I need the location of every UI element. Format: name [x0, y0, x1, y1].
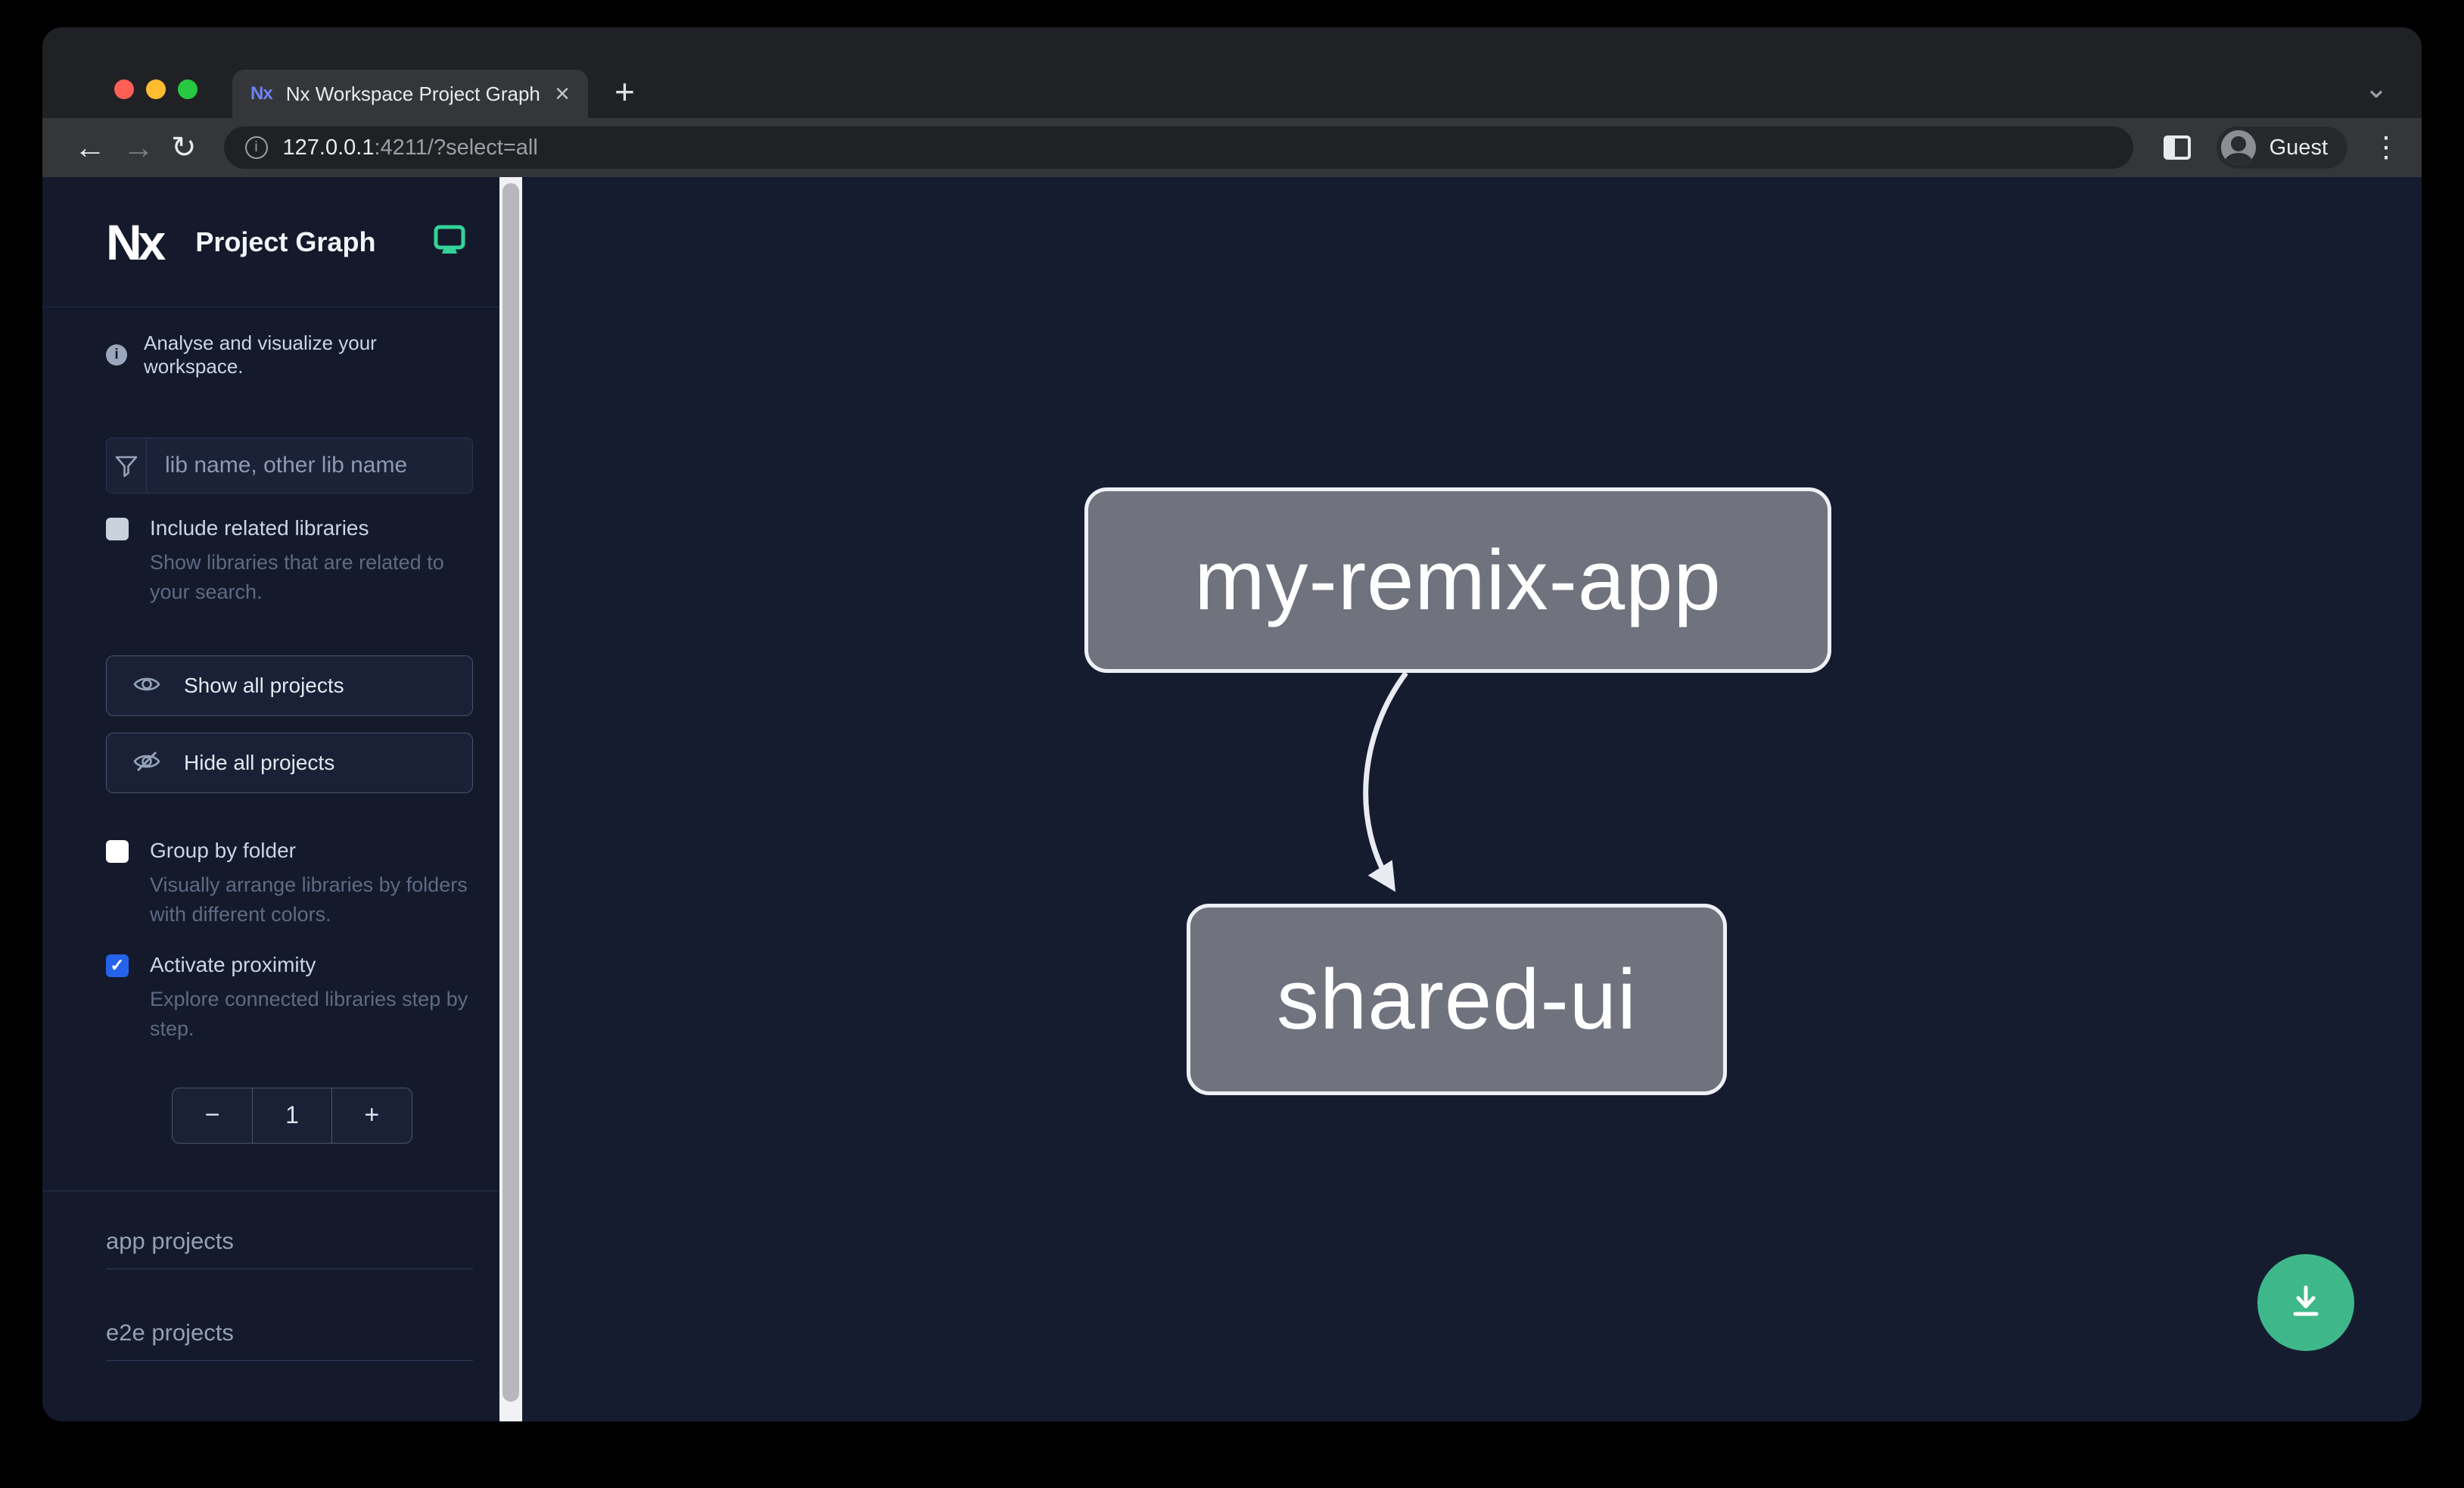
sidebar: Nx Project Graph i Analyse and visualize…	[42, 177, 499, 1421]
project-graph-canvas[interactable]: my-remix-app shared-ui	[522, 177, 2422, 1421]
scrollbar-thumb[interactable]	[502, 183, 519, 1402]
group-by-folder-checkbox[interactable]	[106, 840, 129, 864]
stepper-value: 1	[252, 1088, 332, 1143]
minimize-window-button[interactable]	[146, 79, 166, 99]
nx-favicon-icon: Nx	[250, 83, 273, 104]
checkbox-label[interactable]: Group by folder	[150, 839, 296, 863]
tab-title: Nx Workspace Project Graph	[285, 82, 540, 105]
activate-proximity-option: ✓ Activate proximity Explore connected l…	[106, 953, 474, 1044]
url-host: 127.0.0.1	[282, 135, 375, 160]
button-label: Show all projects	[184, 674, 344, 698]
checkbox-description: Visually arrange libraries by folders wi…	[150, 873, 468, 926]
browser-window: Nx Nx Workspace Project Graph × + ⌄ ← → …	[42, 27, 2422, 1421]
search-input[interactable]	[147, 438, 472, 493]
tab-search-chevron-icon[interactable]: ⌄	[2364, 73, 2388, 104]
browser-menu-icon[interactable]: ⋮	[2372, 132, 2400, 163]
hide-all-projects-button[interactable]: Hide all projects	[106, 733, 473, 794]
sidebar-header: Nx Project Graph	[42, 177, 499, 307]
graph-node-shared-ui[interactable]: shared-ui	[1187, 904, 1727, 1095]
monitor-icon[interactable]	[433, 223, 466, 260]
profile-button[interactable]: Guest	[2216, 126, 2347, 169]
nx-logo: Nx	[106, 213, 166, 270]
group-by-folder-option: Group by folder Visually arrange librari…	[106, 839, 474, 929]
close-window-button[interactable]	[114, 79, 134, 99]
graph-node-my-remix-app[interactable]: my-remix-app	[1084, 487, 1831, 673]
tagline-text: Analyse and visualize your workspace.	[144, 332, 377, 378]
site-info-icon[interactable]: i	[244, 136, 268, 159]
checkbox-label[interactable]: Activate proximity	[150, 952, 316, 976]
section-e2e-projects: e2e projects	[106, 1319, 473, 1361]
info-icon: i	[106, 344, 127, 366]
decrement-button[interactable]: −	[204, 1100, 220, 1130]
download-icon	[2286, 1281, 2326, 1325]
include-related-option: Include related libraries Show libraries…	[106, 516, 474, 607]
download-graph-button[interactable]	[2257, 1254, 2354, 1351]
filter-icon	[107, 438, 147, 493]
sidebar-scrollbar[interactable]	[499, 177, 522, 1421]
search-box	[106, 437, 473, 493]
activate-proximity-checkbox[interactable]: ✓	[106, 954, 129, 977]
tagline-row: i Analyse and visualize your workspace.	[106, 332, 473, 378]
side-panel-icon[interactable]	[2163, 135, 2191, 160]
page-content: Nx Project Graph i Analyse and visualize…	[42, 177, 2422, 1421]
back-button[interactable]: ←	[74, 129, 106, 165]
window-controls	[114, 79, 198, 99]
show-all-projects-button[interactable]: Show all projects	[106, 655, 473, 717]
avatar-icon	[2220, 130, 2256, 165]
reload-button[interactable]: ↻	[171, 131, 197, 164]
address-bar[interactable]: i 127.0.0.1:4211/?select=all	[223, 126, 2133, 169]
url-text: 127.0.0.1:4211/?select=all	[283, 135, 538, 160]
proximity-stepper: − 1 +	[172, 1087, 412, 1144]
forward-button[interactable]: →	[123, 129, 154, 165]
sidebar-body: i Analyse and visualize your workspace.	[42, 307, 499, 1361]
dependency-edge[interactable]	[522, 177, 2422, 1421]
new-tab-button[interactable]: +	[614, 72, 635, 111]
include-related-checkbox[interactable]	[106, 518, 129, 540]
tab-strip: Nx Nx Workspace Project Graph × + ⌄	[42, 27, 2422, 118]
checkbox-label[interactable]: Include related libraries	[150, 516, 369, 540]
profile-label: Guest	[2269, 135, 2328, 160]
eye-off-icon	[132, 747, 161, 780]
checkbox-description: Show libraries that are related to your …	[150, 551, 444, 604]
eye-icon	[132, 670, 161, 702]
url-path: :4211/?select=all	[374, 135, 538, 160]
browser-toolbar: ← → ↻ i 127.0.0.1:4211/?select=all Guest…	[42, 118, 2422, 177]
tab-close-icon[interactable]: ×	[555, 79, 570, 108]
section-app-projects: app projects	[106, 1228, 473, 1269]
browser-tab[interactable]: Nx Nx Workspace Project Graph ×	[232, 70, 588, 118]
zoom-window-button[interactable]	[178, 79, 198, 99]
page-title: Project Graph	[195, 226, 376, 257]
button-label: Hide all projects	[184, 751, 335, 775]
increment-button[interactable]: +	[364, 1100, 380, 1130]
checkbox-description: Explore connected libraries step by step…	[150, 987, 468, 1040]
